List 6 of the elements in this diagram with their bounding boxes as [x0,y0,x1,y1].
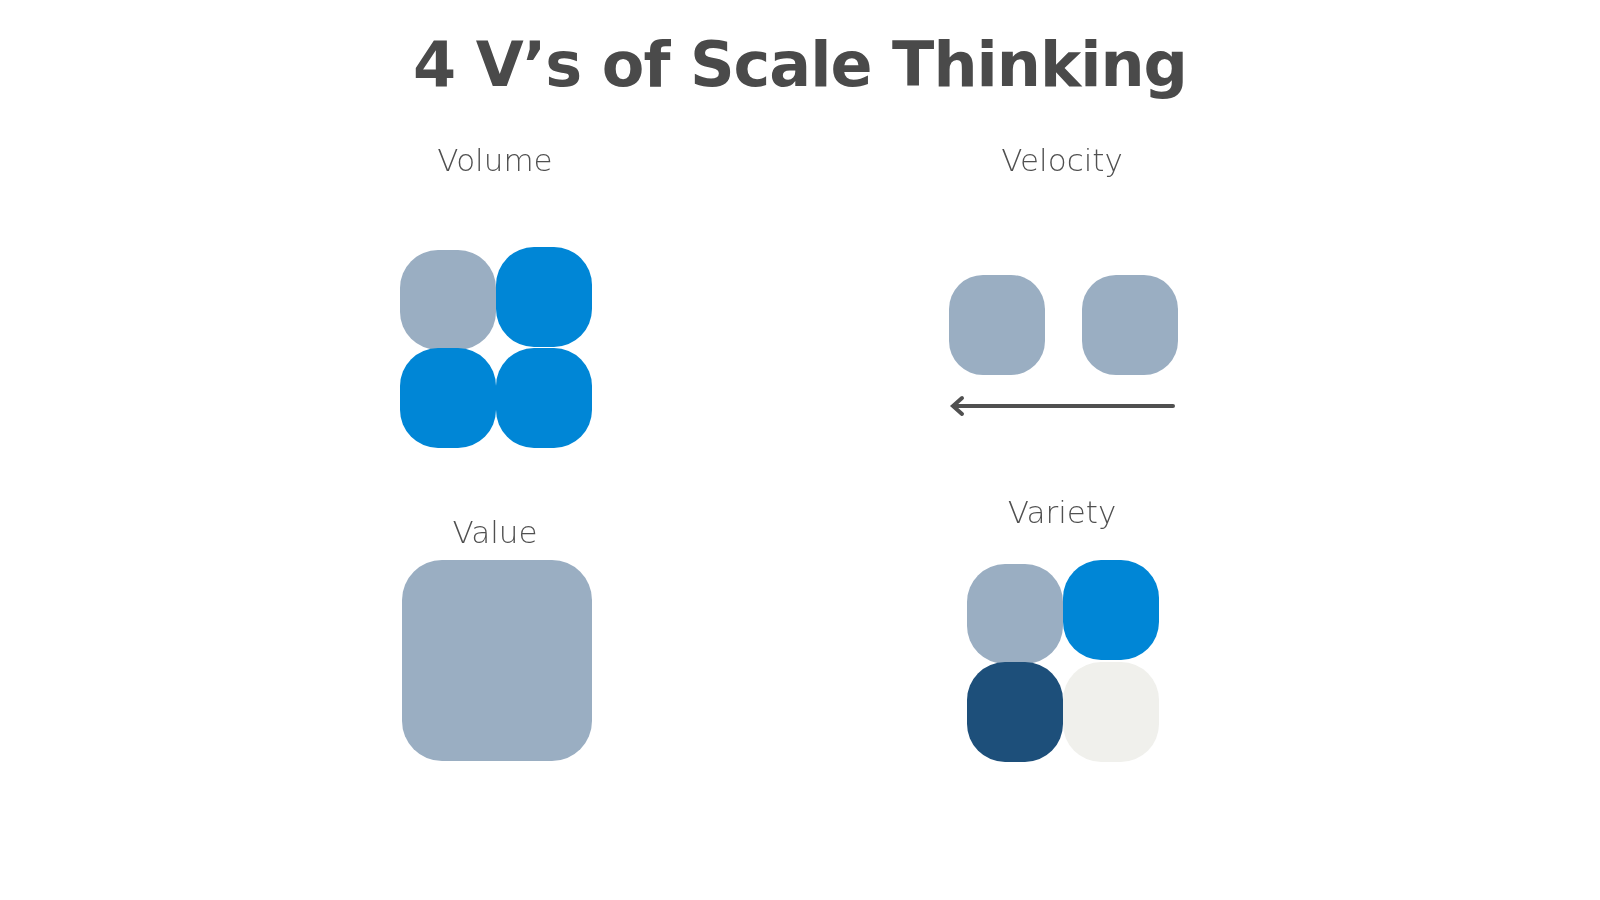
title: 4 V’s of Scale Thinking [412,28,1188,101]
section-label: Volume [437,142,553,178]
section-label: Variety [1007,494,1117,530]
section-label: Velocity [1001,142,1123,178]
section-label: Value [452,514,538,550]
rounded-square [402,560,592,761]
